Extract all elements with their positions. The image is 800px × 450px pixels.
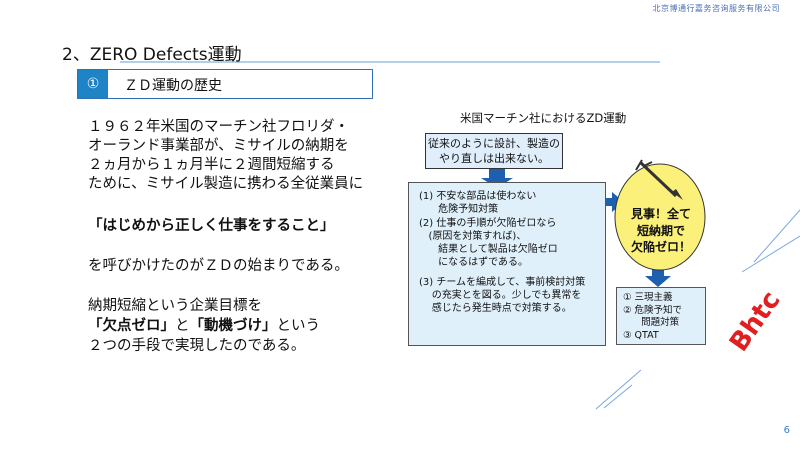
company-name: 北京博通行嘉务咨询服务有限公司: [652, 4, 780, 13]
deco-line-2: [741, 235, 800, 273]
suffix: という: [276, 318, 321, 334]
main-box-line: (3) チームを編成して、事前検討対策: [419, 276, 586, 288]
top-box-line: 従来のように設計、製造の: [428, 137, 560, 150]
page-number: 6: [783, 425, 790, 436]
keyword-zero-defects: 「欠点ゼロ」: [88, 318, 175, 334]
body-para2: を呼びかけたのがＺＤの始まりである。: [88, 258, 349, 274]
result-ellipse: [614, 163, 706, 271]
section-header: ① ＺＤ運動の歴史: [77, 69, 373, 99]
body-para3-line3: ２つの手段で実現したのである。: [88, 338, 306, 354]
body-para1-line2: オーランド事業部が、ミサイルの納期を: [88, 138, 349, 154]
body-para3-line2: 「欠点ゼロ」と「動機づけ」という: [88, 317, 320, 336]
keyword-motivation: 「動機づけ」: [189, 318, 277, 334]
slide-title: 2、ZERO Defects運動: [62, 45, 242, 65]
rocket-icon: [635, 159, 683, 200]
arrow-down-1: [481, 169, 513, 188]
diagram-main-box: (1) 不安な部品は使わない 危険予知対策 (2) 仕事の手順が欠陥ゼロなら (…: [408, 182, 606, 346]
main-box-line: の充実とを図る。少しでも異常を: [419, 290, 582, 302]
diagram-top-box: 従来のように設計、製造の やり直しは出来ない。: [425, 133, 563, 169]
ellipse-line: 見事！全て: [630, 207, 691, 221]
main-box-line: 結果として製品は欠陥ゼロ: [419, 244, 558, 256]
main-box-line: 危険予知対策: [419, 204, 499, 216]
section-label: ＺＤ運動の歴史: [124, 78, 222, 94]
arrow-down-2: [645, 268, 671, 287]
conjunction: と: [175, 318, 190, 334]
ellipse-line: 欠陥ゼロ！: [630, 240, 691, 254]
ellipse-line: 短納期で: [636, 223, 685, 238]
diagram-title: 米国マーチン社におけるZD運動: [460, 111, 627, 125]
main-box-line: (1) 不安な部品は使わない: [419, 191, 537, 202]
result-line: 問題対策: [623, 317, 680, 328]
body-para3-line1: 納期短縮という企業目標を: [88, 298, 262, 314]
top-box-line: やり直しは出来ない。: [439, 152, 549, 165]
deco-line-4: [603, 384, 633, 409]
body-quote: 「はじめから正しく仕事をすること」: [88, 218, 335, 234]
main-box-line: (原因を対策すれば)、: [419, 230, 527, 242]
section-number: ①: [78, 70, 108, 98]
body-para1-line4: ために、ミサイル製造に携わる全従業員に: [88, 176, 364, 192]
diagram-result-box: ① 三現主義 ② 危険予知で 問題対策 ③ QTAT: [616, 287, 706, 345]
main-box-line: (2) 仕事の手順が欠陥ゼロなら: [419, 217, 557, 229]
body-para1-line3: ２ヵ月から１ヵ月半に２週間短縮する: [88, 157, 335, 173]
deco-line-3: [595, 369, 642, 410]
result-line: ③ QTAT: [623, 329, 659, 341]
result-line: ① 三現主義: [623, 292, 673, 303]
result-line: ② 危険予知で: [623, 304, 683, 316]
body-para1-line1: １９６２年米国のマーチン社フロリダ・: [88, 119, 349, 135]
main-box-line: 感じたら発生時点で対策する。: [419, 303, 572, 315]
main-box-line: になるはずである。: [419, 257, 528, 269]
deco-line-1: [753, 209, 800, 263]
ellipse-text: 見事！全て 短納期で 欠陥ゼロ！: [626, 206, 696, 256]
arrow-right: [606, 192, 624, 212]
